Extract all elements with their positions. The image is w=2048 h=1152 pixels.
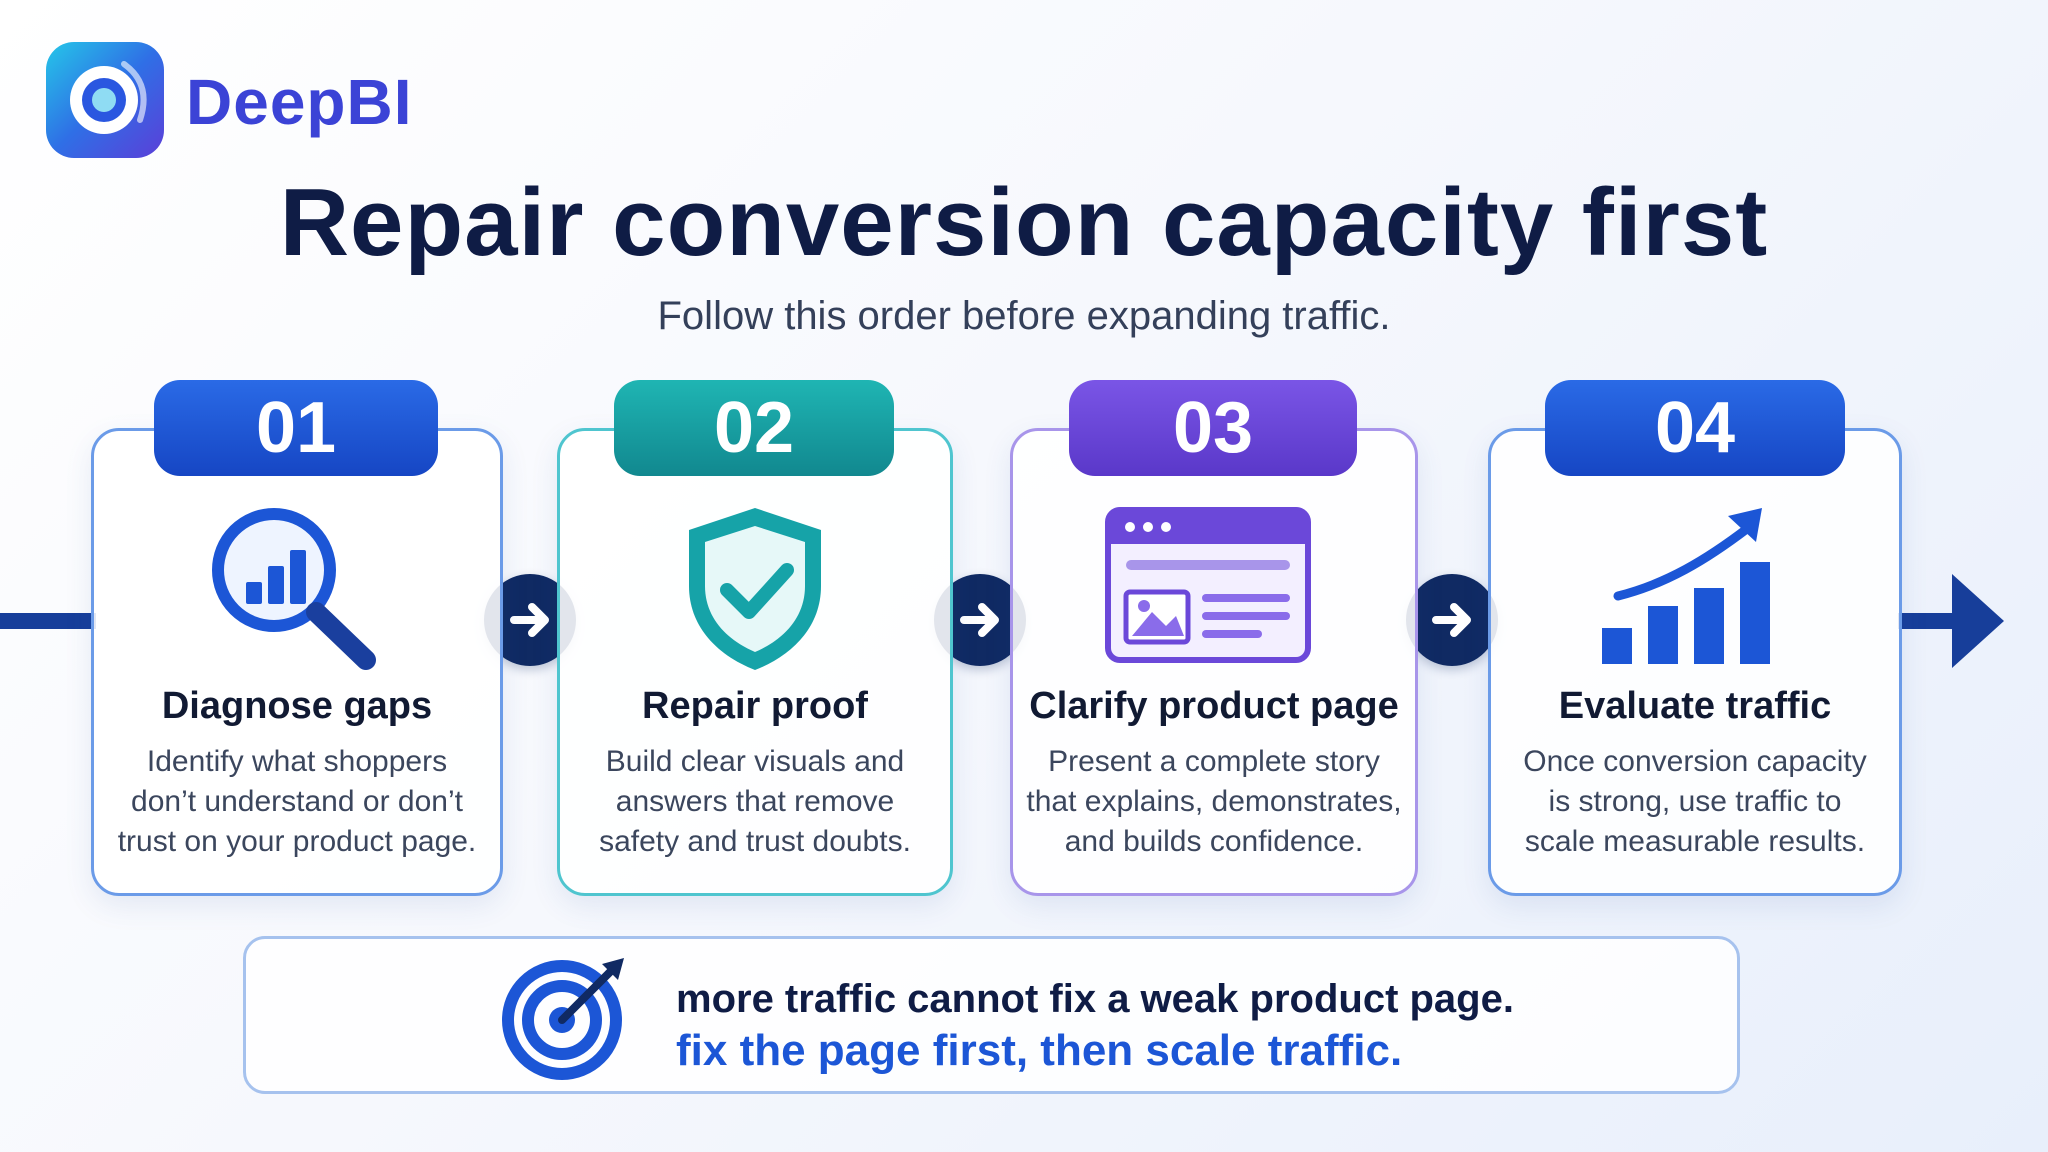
page-title: Repair conversion capacity first [279, 169, 1769, 276]
flow-arrow-head-icon [1952, 574, 2004, 668]
callout-line-1: more traffic cannot fix a weak product p… [676, 977, 1514, 1021]
step-title: Evaluate traffic [1558, 685, 1832, 727]
target-icon [500, 950, 632, 1082]
brand-name: DeepBI [186, 66, 413, 138]
step-description: Present a complete story that explains, … [1026, 745, 1402, 858]
flow-line-left [0, 613, 96, 629]
magnifier-chart-icon [202, 500, 382, 680]
shield-check-icon [665, 500, 845, 680]
deepbi-logo-icon [44, 40, 166, 160]
browser-page-icon [1098, 500, 1318, 680]
step-description: Build clear visuals and answers that rem… [599, 745, 911, 858]
step-title: Clarify product page [1029, 685, 1399, 727]
step-title: Repair proof [642, 685, 868, 727]
page-subtitle: Follow this order before expanding traff… [657, 294, 1391, 338]
step-description: Once conversion capacity is strong, use … [1523, 745, 1867, 858]
growth-chart-icon [1596, 500, 1786, 680]
step-number-badge: 04 [1545, 380, 1845, 476]
flow-line-right [1898, 613, 1958, 629]
step-number-badge: 02 [614, 380, 894, 476]
step-number-badge: 01 [154, 380, 438, 476]
callout-line-2: fix the page first, then scale traffic. [676, 1026, 1403, 1075]
step-title: Diagnose gaps [161, 685, 433, 727]
callout-box [243, 936, 1740, 1094]
step-number-badge: 03 [1069, 380, 1357, 476]
step-description: Identify what shoppers don’t understand … [117, 745, 477, 858]
arrow-right-icon [1406, 574, 1498, 666]
